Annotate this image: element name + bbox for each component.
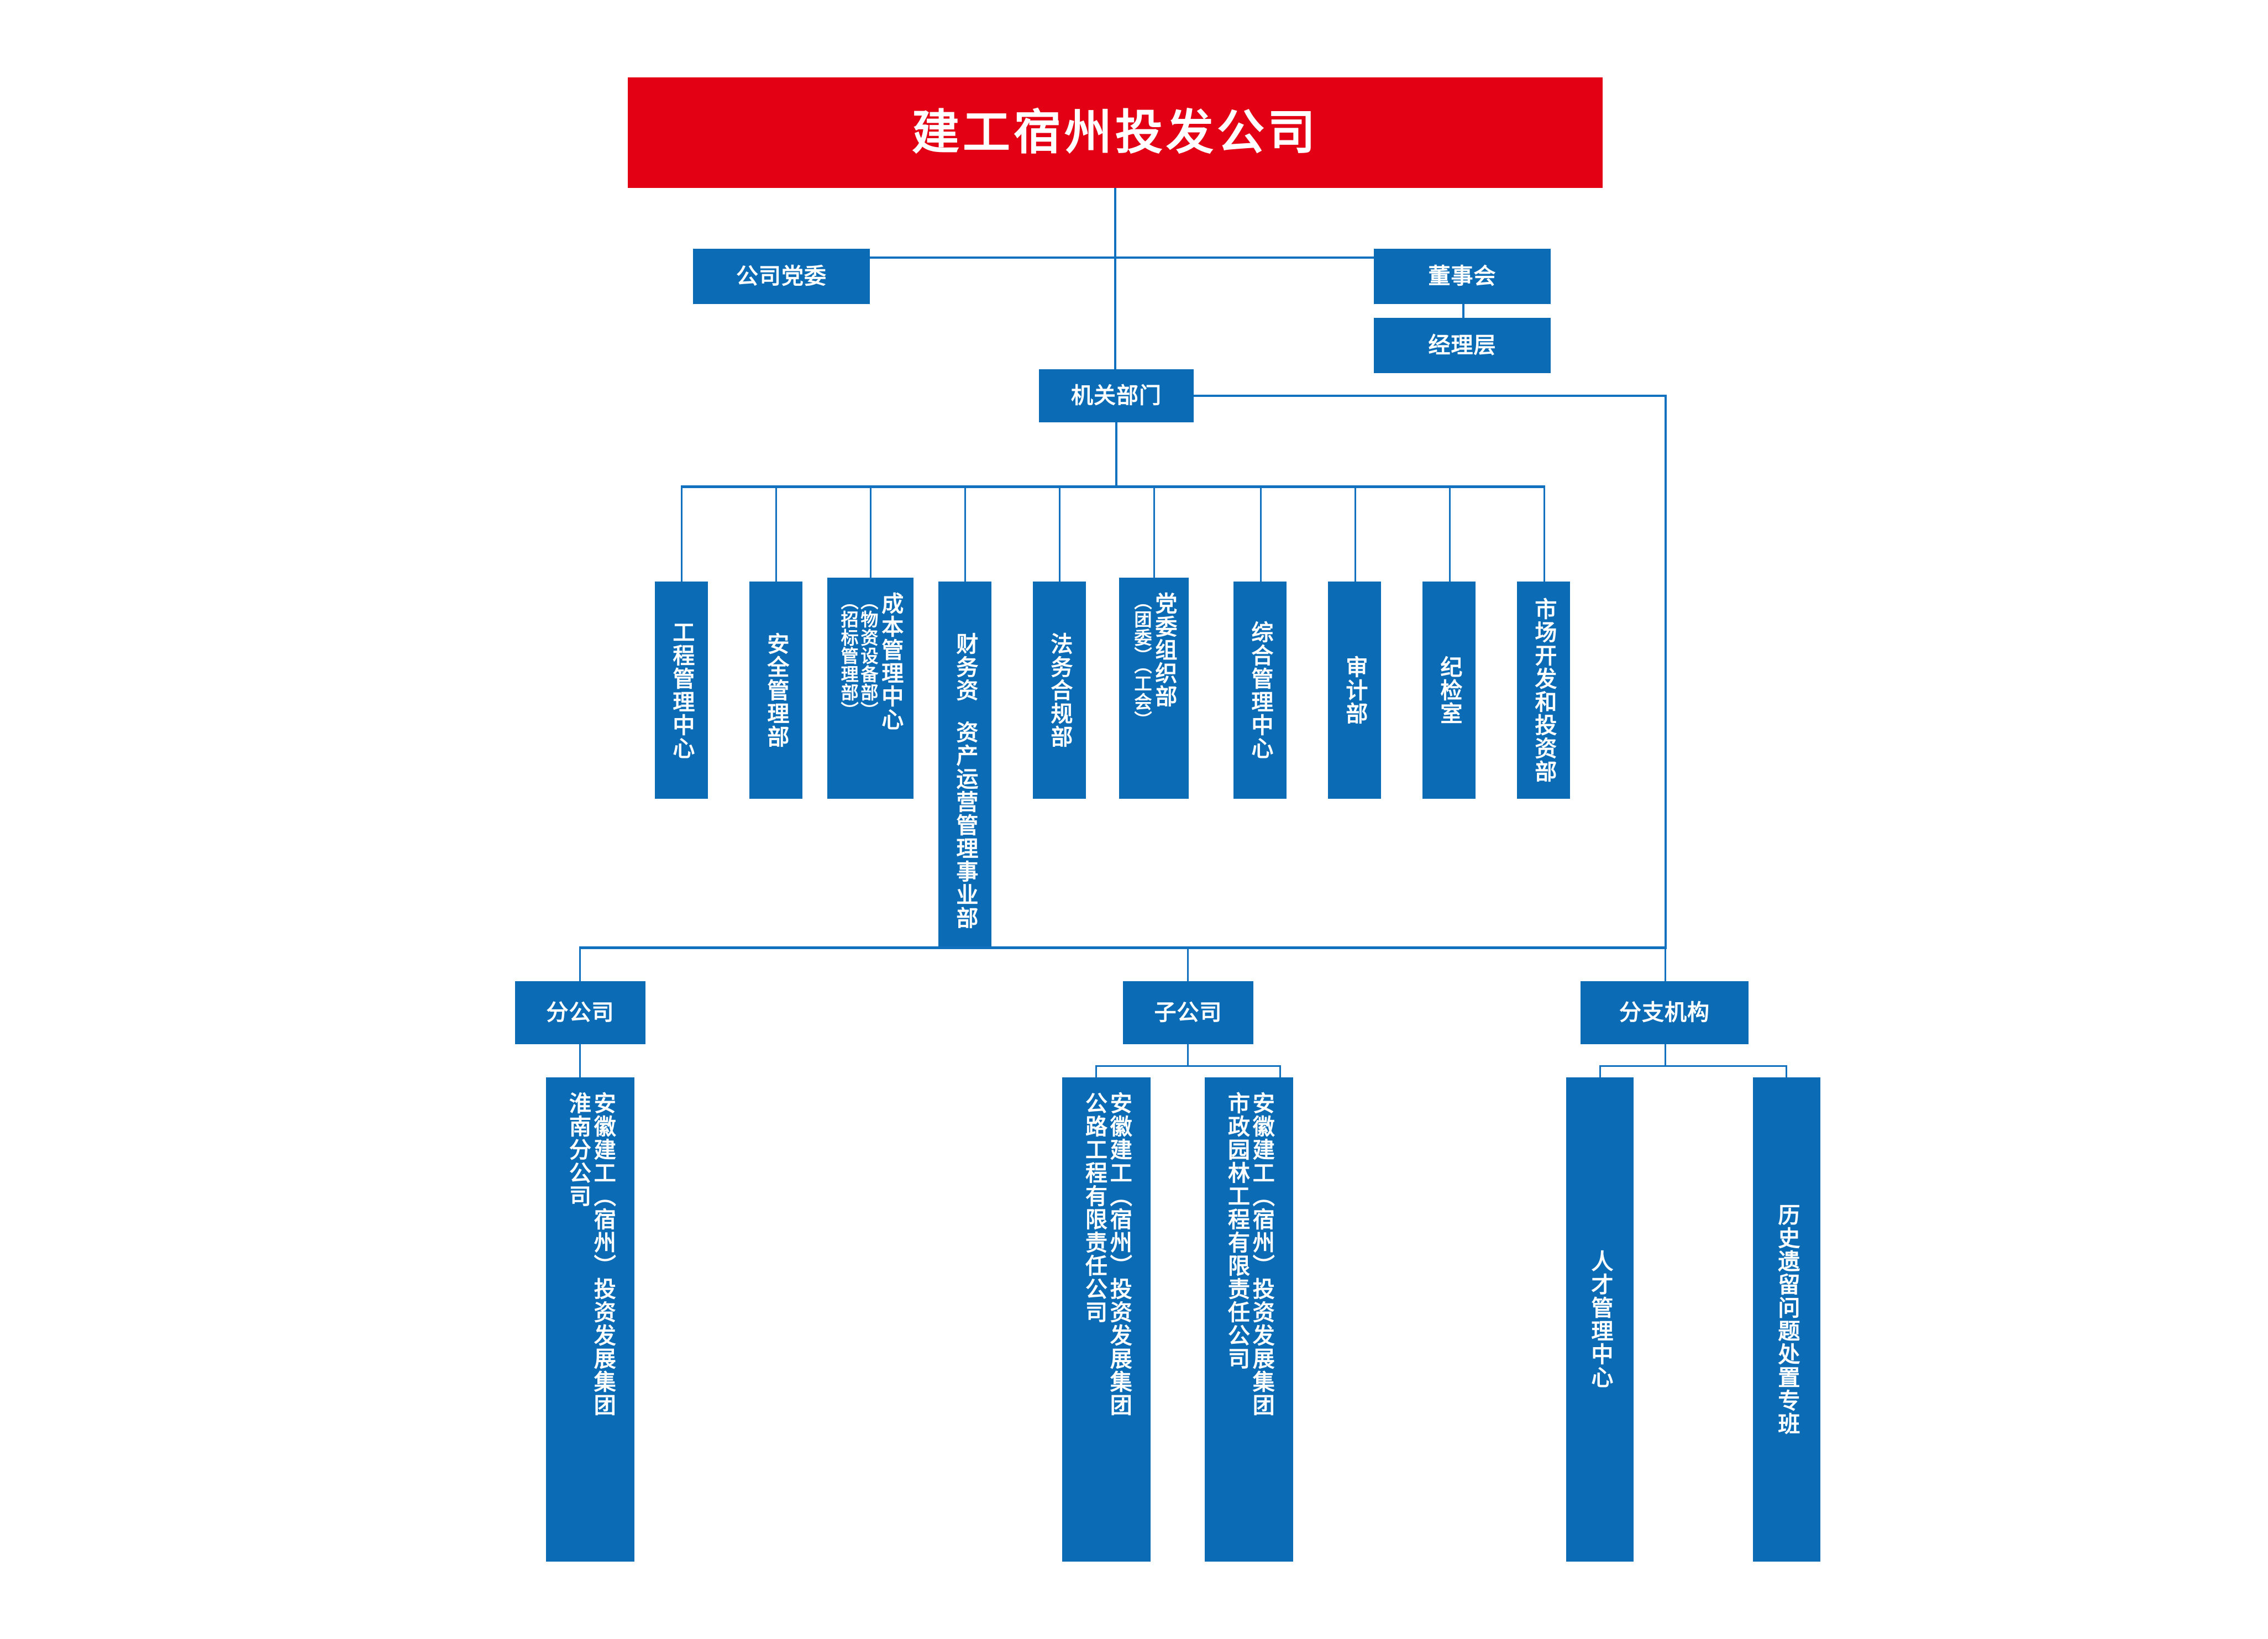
asset-operation-label: 资产运营管理事业部 <box>953 720 978 930</box>
asset-operation-box[interactable]: 资产运营管理事业部 <box>938 702 991 948</box>
connector-drop-dept-4 <box>964 485 966 585</box>
connector-affiliate-stem <box>1665 1044 1666 1066</box>
management-label: 经理层 <box>1428 333 1497 358</box>
entity-box-municipal-landscape-co[interactable]: 安徽建工（宿州）投资发展集团 市政园林工程有限责任公司 <box>1205 1077 1293 1562</box>
party-committee-label: 公司党委 <box>736 264 827 289</box>
department-box-party-organization-dept[interactable]: 党委组织部 （团委）（工会） <box>1119 578 1189 799</box>
department-subline: （团委）（工会） <box>1132 592 1152 729</box>
department-box-market-development-investment-dept[interactable]: 市场开发和投资部 <box>1517 582 1570 799</box>
connector-drop-dept-6 <box>1153 485 1155 585</box>
connector-departments-to-right-trunk <box>1194 395 1667 397</box>
group-box-affiliate[interactable]: 分支机构 <box>1581 981 1749 1044</box>
departments-node-label: 机关部门 <box>1071 384 1162 408</box>
connector-departments-stem <box>1115 422 1117 488</box>
connector-right-trunk <box>1665 395 1667 949</box>
group-box-subsidiary[interactable]: 子公司 <box>1123 981 1253 1044</box>
group-box-branch[interactable]: 分公司 <box>515 981 645 1044</box>
department-line: 市场开发和投资部 <box>1531 597 1556 783</box>
departments-node-box[interactable]: 机关部门 <box>1039 369 1194 422</box>
board-label: 董事会 <box>1428 264 1497 289</box>
connector-branch-to-child <box>579 1044 581 1077</box>
connector-drop-dept-7 <box>1260 485 1262 585</box>
department-line: 法务合规部 <box>1047 632 1072 748</box>
entity-line: 安徽建工（宿州）投资发展集团 <box>1249 1092 1274 1417</box>
department-box-audit-dept[interactable]: 审计部 <box>1328 582 1381 799</box>
board-box[interactable]: 董事会 <box>1374 249 1551 304</box>
connector-drop-branch-group <box>579 946 581 988</box>
department-box-discipline-inspection-office[interactable]: 纪检室 <box>1422 582 1476 799</box>
department-subline: （招标管理部） <box>838 592 859 720</box>
connector-drop-subsidiary-2 <box>1279 1065 1281 1079</box>
connector-drop-dept-8 <box>1355 485 1356 585</box>
group-label-affiliate: 分支机构 <box>1619 1001 1710 1025</box>
entity-line: 历史遗留问题处置专班 <box>1775 1203 1799 1436</box>
management-box[interactable]: 经理层 <box>1374 318 1551 373</box>
department-box-legal-compliance-dept[interactable]: 法务合规部 <box>1033 582 1086 799</box>
connector-root-stem <box>1114 188 1116 258</box>
entity-box-highway-engineering-co[interactable]: 安徽建工（宿州）投资发展集团 公路工程有限责任公司 <box>1062 1077 1151 1562</box>
entity-box-legacy-issue-taskforce[interactable]: 历史遗留问题处置专班 <box>1753 1077 1820 1562</box>
department-box-engineering-management-center[interactable]: 工程管理中心 <box>655 582 708 799</box>
department-line: 党委组织部 <box>1152 592 1177 708</box>
department-line: 安全管理部 <box>764 632 789 748</box>
department-line: 工程管理中心 <box>669 620 694 760</box>
connector-drop-affiliate-group <box>1665 946 1666 988</box>
connector-drop-dept-5 <box>1059 485 1060 585</box>
entity-line: 安徽建工（宿州）投资发展集团 <box>590 1092 615 1417</box>
connector-board-to-management <box>1462 304 1464 327</box>
connector-drop-dept-10 <box>1544 485 1545 585</box>
entity-box-huainan-branch[interactable]: 安徽建工（宿州）投资发展集团 淮南分公司 <box>546 1077 634 1562</box>
connector-level2-bar <box>781 256 1464 259</box>
connector-affiliate-bar <box>1599 1065 1787 1067</box>
entity-line: 公路工程有限责任公司 <box>1082 1092 1106 1324</box>
department-line: 成本管理中心 <box>878 592 903 731</box>
entity-line: 淮南分公司 <box>566 1092 590 1208</box>
connector-to-departments-node <box>1114 256 1116 373</box>
connector-drop-subsidiary-1 <box>1095 1065 1097 1079</box>
connector-departments-bar <box>681 485 1544 488</box>
department-box-cost-management-center[interactable]: 成本管理中心 （物资设备部） （招标管理部） <box>827 578 914 799</box>
entity-line: 市政园林工程有限责任公司 <box>1225 1092 1249 1370</box>
connector-drop-affiliate-1 <box>1599 1065 1601 1079</box>
connector-groups-bar <box>579 946 1667 949</box>
root-company-box[interactable]: 建工宿州投发公司 <box>628 77 1603 188</box>
connector-drop-dept-9 <box>1449 485 1451 585</box>
group-label-branch: 分公司 <box>546 1001 615 1025</box>
connector-drop-affiliate-2 <box>1786 1065 1787 1079</box>
department-line: 综合管理中心 <box>1248 620 1273 760</box>
department-box-general-management-center[interactable]: 综合管理中心 <box>1233 582 1287 799</box>
department-box-safety-management-dept[interactable]: 安全管理部 <box>749 582 802 799</box>
entity-line: 人才管理中心 <box>1588 1250 1613 1389</box>
party-committee-box[interactable]: 公司党委 <box>693 249 870 304</box>
connector-subsidiary-bar <box>1095 1065 1281 1067</box>
connector-drop-dept-1 <box>681 485 683 585</box>
entity-box-talent-management-center[interactable]: 人才管理中心 <box>1566 1077 1634 1562</box>
connector-subsidiary-stem <box>1187 1044 1189 1066</box>
entity-line: 安徽建工（宿州）投资发展集团 <box>1106 1092 1131 1417</box>
root-company-label: 建工宿州投发公司 <box>912 106 1319 159</box>
department-subline: （物资设备部） <box>858 592 879 720</box>
connector-drop-subsidiary-group <box>1187 946 1189 988</box>
group-label-subsidiary: 子公司 <box>1154 1001 1222 1025</box>
department-line: 纪检室 <box>1437 655 1462 725</box>
department-line: 审计部 <box>1342 655 1367 725</box>
connector-drop-dept-3 <box>870 485 872 585</box>
connector-drop-dept-2 <box>775 485 777 585</box>
